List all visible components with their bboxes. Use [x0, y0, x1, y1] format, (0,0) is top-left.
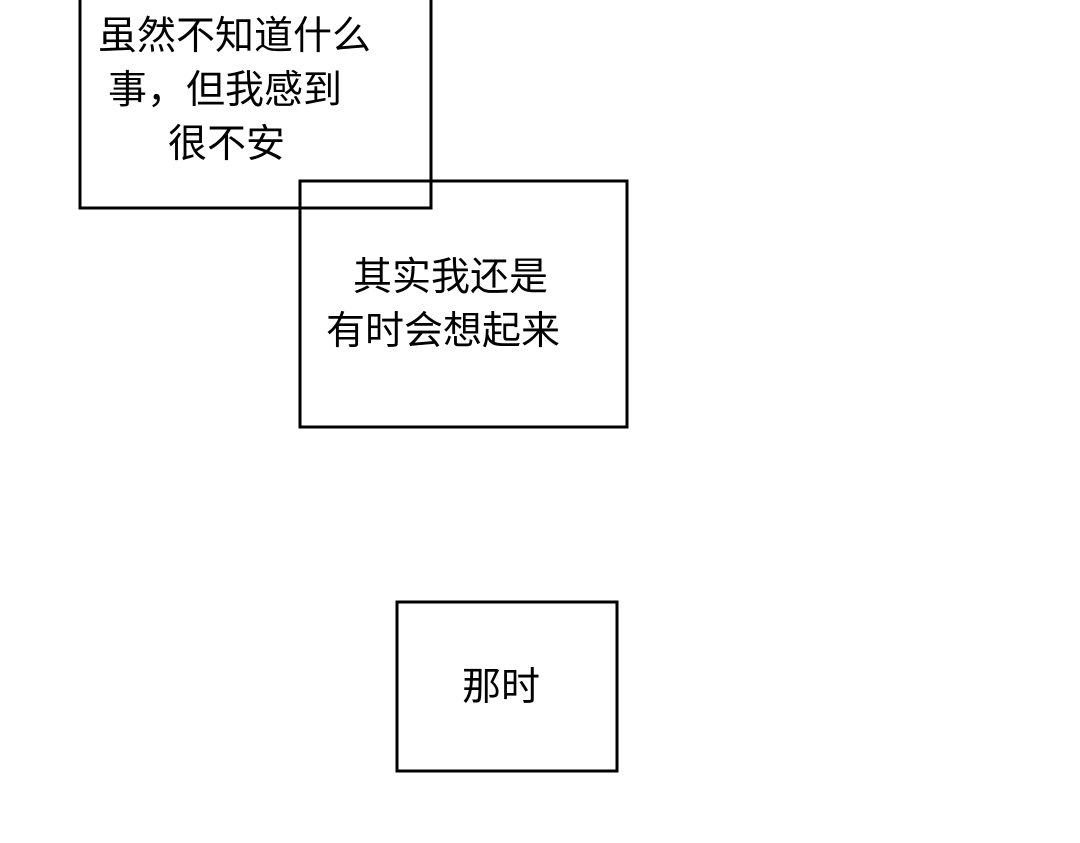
- caption-box-2-frame: [298, 179, 629, 429]
- caption-box-2-line-2: 有时会想起来: [326, 309, 561, 354]
- caption-box-1-line-1: 虽然不知道什么: [98, 14, 372, 59]
- caption-box-2-line-1: 其实我还是: [353, 255, 549, 300]
- caption-box-1-line-3: 很不安: [168, 122, 286, 167]
- caption-box-1-line-2: 事，但我感到: [108, 68, 343, 113]
- caption-box-3-line-1: 那时: [462, 665, 541, 710]
